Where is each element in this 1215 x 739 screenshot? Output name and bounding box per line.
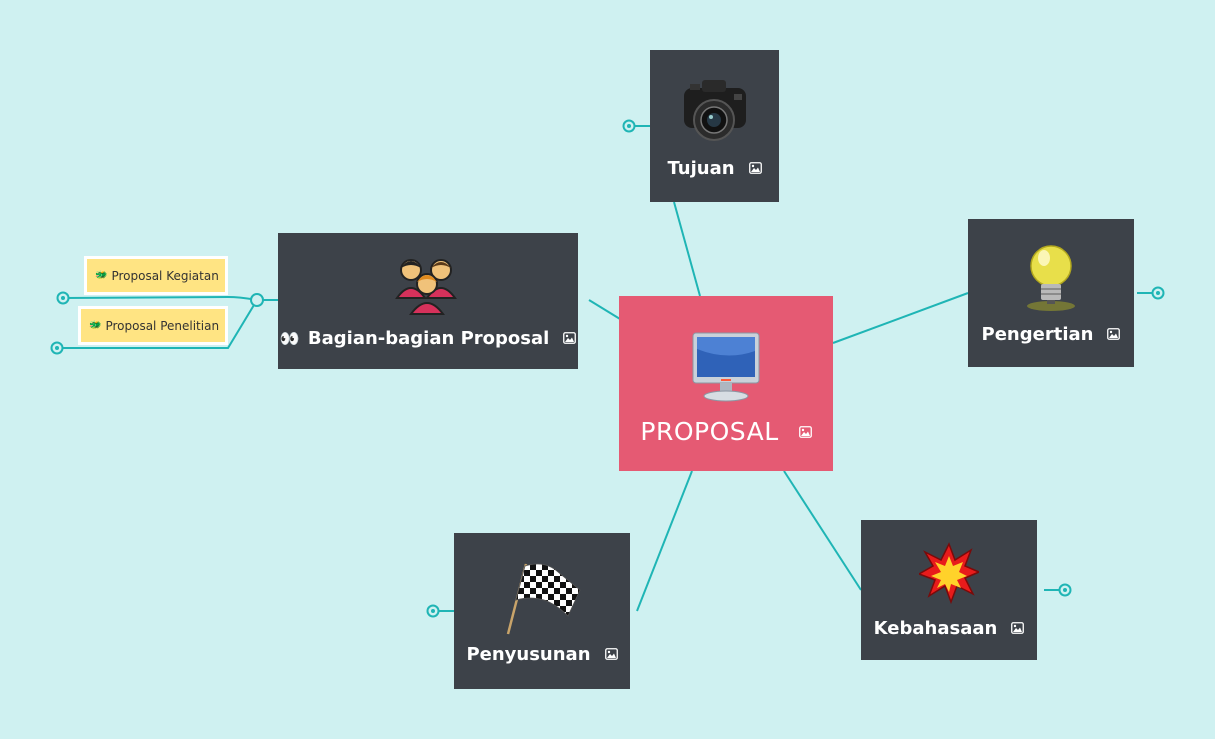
- collapse-toggle-bagian: [250, 293, 264, 307]
- subtopic-proposal-kegiatan[interactable]: 🐲 Proposal Kegiatan: [84, 256, 228, 295]
- link-sub-penelitian: [57, 299, 258, 349]
- central-topic-node[interactable]: PROPOSAL: [619, 296, 833, 471]
- image-icon[interactable]: [604, 648, 618, 660]
- link-kebahasaan: [783, 470, 862, 591]
- people-icon: [395, 258, 457, 315]
- camera-icon: [683, 79, 746, 141]
- image-icon[interactable]: [563, 332, 577, 344]
- image-icon[interactable]: [798, 425, 812, 438]
- monitor-icon: [692, 332, 760, 402]
- topic-node-bagian[interactable]: 👀 Bagian-bagian Proposal: [278, 233, 578, 369]
- topic-label-bagian: Bagian-bagian Proposal: [307, 327, 550, 349]
- subtopic-label: Proposal Kegiatan: [111, 268, 219, 283]
- topic-node-kebahasaan[interactable]: Kebahasaan: [861, 520, 1037, 660]
- link-tujuan: [673, 201, 701, 297]
- topic-label-tujuan: Tujuan: [667, 157, 735, 179]
- image-icon[interactable]: [1107, 328, 1121, 340]
- topic-node-penyusunan[interactable]: Penyusunan: [454, 533, 630, 689]
- topic-label-kebahasaan: Kebahasaan: [873, 617, 998, 639]
- lightbulb-icon: [1027, 244, 1075, 311]
- link-sub-kegiatan: [62, 295, 258, 301]
- dragon-marker-icon: 🐲: [95, 270, 108, 281]
- image-icon[interactable]: [1011, 622, 1025, 634]
- central-topic-label: PROPOSAL: [640, 417, 779, 446]
- link-penyusunan: [636, 470, 693, 612]
- explosion-icon: [919, 541, 979, 604]
- link-pengertian: [832, 292, 969, 344]
- subtopic-proposal-penelitian[interactable]: 🐲 Proposal Penelitian: [78, 306, 228, 345]
- eyes-marker-icon: 👀: [279, 328, 300, 348]
- image-icon[interactable]: [748, 162, 762, 174]
- link-bagian: [588, 299, 621, 320]
- topic-label-penyusunan: Penyusunan: [466, 643, 591, 665]
- subtopic-label: Proposal Penelitian: [105, 318, 220, 333]
- topic-node-pengertian[interactable]: Pengertian: [968, 219, 1134, 367]
- topic-node-tujuan[interactable]: Tujuan: [650, 50, 779, 202]
- topic-label-pengertian: Pengertian: [981, 323, 1094, 345]
- dragon-marker-icon: 🐲: [89, 320, 102, 331]
- checkered-flag-icon: [506, 563, 581, 634]
